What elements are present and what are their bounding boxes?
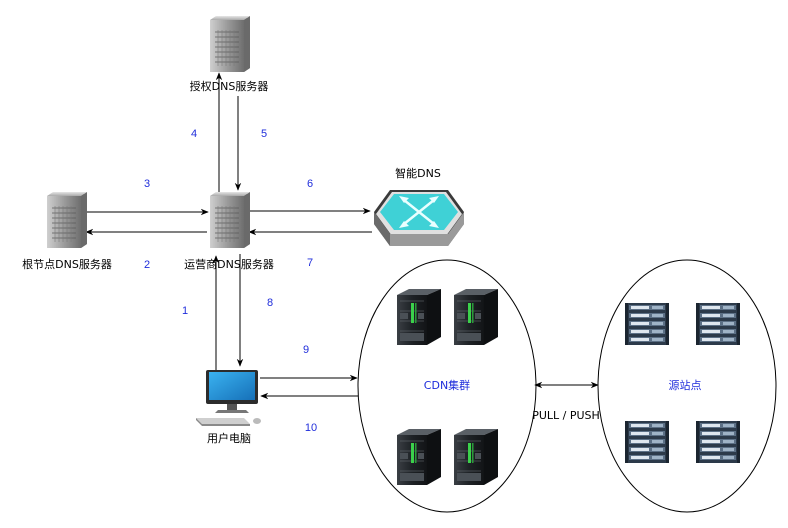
step-number: 8 — [267, 297, 273, 309]
step-number: 2 — [144, 259, 150, 271]
step-number: 5 — [261, 128, 267, 140]
step-number: 1 — [182, 305, 188, 317]
cdn-rack-server-icon — [396, 428, 442, 486]
root-dns-server-icon — [46, 191, 88, 249]
origin-rack-server-icon — [625, 303, 669, 345]
auth-dns-label: 授权DNS服务器 — [190, 79, 269, 93]
origin-rack-server-icon — [625, 421, 669, 463]
cdn-rack-server-icon — [453, 428, 499, 486]
user-pc-computer-icon — [196, 370, 261, 426]
pull-push-label: PULL / PUSH — [532, 409, 600, 422]
origin-label: 源站点 — [669, 378, 702, 392]
cdn-cluster-ellipse — [357, 259, 537, 513]
cdn-cluster-label: CDN集群 — [424, 378, 470, 392]
root-dns-label: 根节点DNS服务器 — [22, 257, 112, 271]
cdn-rack-server-icon — [396, 288, 442, 346]
origin-rack-server-icon — [696, 421, 740, 463]
step-number: 7 — [307, 257, 313, 269]
user-pc-label: 用户电脑 — [207, 431, 251, 445]
step-number: 6 — [307, 178, 313, 190]
smart-dns-router-icon — [374, 190, 464, 246]
smart-dns-label: 智能DNS — [395, 166, 441, 180]
auth-dns-server-icon — [209, 15, 251, 73]
step-number: 3 — [144, 178, 150, 190]
step-number: 10 — [305, 422, 317, 434]
cdn-rack-server-icon — [453, 288, 499, 346]
isp-dns-server-icon — [209, 191, 251, 249]
isp-dns-label: 运营商DNS服务器 — [184, 257, 274, 271]
origin-cluster-ellipse — [597, 259, 777, 513]
step-number: 9 — [303, 344, 309, 356]
origin-rack-server-icon — [696, 303, 740, 345]
step-number: 4 — [191, 128, 197, 140]
